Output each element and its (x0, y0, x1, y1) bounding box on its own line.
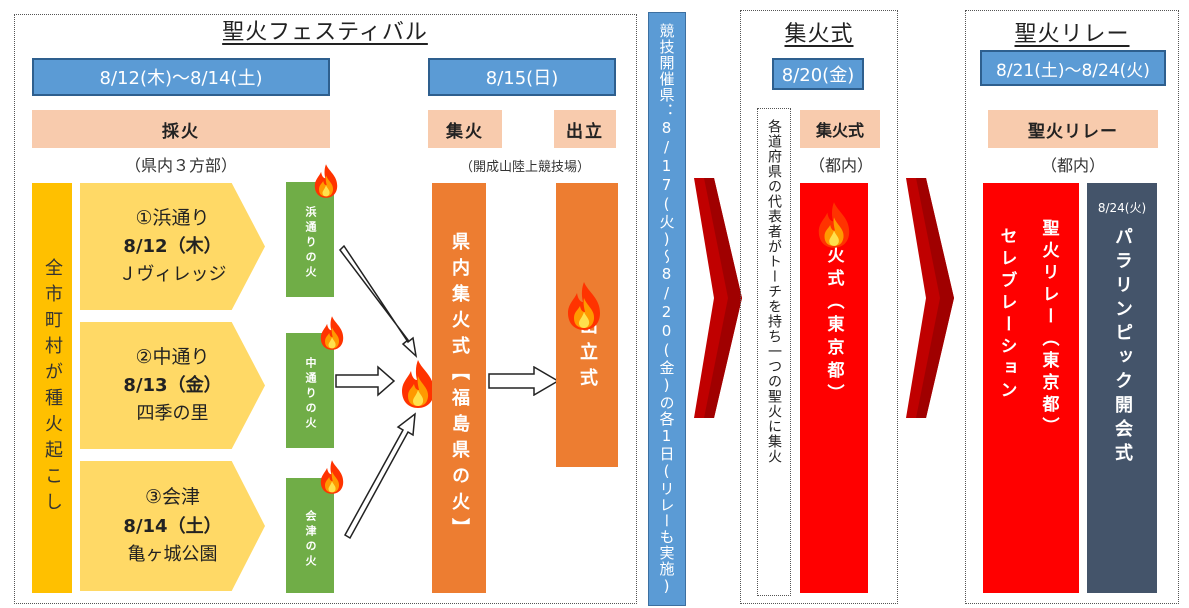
host-prefecture-note: 競技開催県：8/17(火)〜8/20(金)の各1日(リレーも実施) (648, 12, 686, 606)
prefecture-ceremony-bar: 県内集火式【福島県の火】 (432, 183, 486, 593)
region-chevron-hamadori: ①浜通り 8/12（木） Ｊヴィレッジ (80, 183, 265, 310)
shukashiki-section (740, 10, 898, 604)
region-title: ②中通り (135, 345, 210, 368)
relay-tokyo-label: 聖火リレー（東京都） (1038, 219, 1059, 439)
region-place: 四季の里 (136, 403, 209, 425)
shukashiki-bar: 集火式（東京都） (800, 183, 868, 593)
saika-note: （県内３方部） (124, 156, 237, 175)
flame-icon (815, 200, 853, 250)
shuka-label: 集火 (428, 110, 502, 148)
region-title: ③会津 (144, 486, 201, 509)
relay-date-range: 8/21(土)〜8/24(火) (980, 50, 1166, 86)
shukashiki-date: 8/20(金) (772, 58, 864, 90)
festival-date-single: 8/15(日) (428, 58, 616, 96)
flame-icon (564, 280, 604, 332)
region-chevron-nakadori: ②中通り 8/13（金） 四季の里 (80, 322, 265, 449)
region-title: ①浜通り (135, 206, 210, 229)
festival-date-range: 8/12(木)〜8/14(土) (32, 58, 330, 96)
celebration-label: セレブレーション (996, 227, 1017, 403)
celebration-bar: セレブレーション 聖火リレー（東京都） (983, 183, 1079, 593)
relay-note: （都内） (1040, 156, 1105, 175)
relay-label: 聖火リレー (988, 110, 1158, 148)
shutsuritsu-label: 出立 (554, 110, 616, 148)
red-chevron-arrow-icon (694, 178, 742, 418)
shukashiki-description: 各道府県の代表者がトーチを持ち一つの聖火に集火 (757, 108, 791, 596)
region-date: 8/12（木） (123, 236, 222, 258)
saika-label: 採火 (32, 110, 330, 148)
region-place: 亀ヶ城公園 (127, 543, 218, 565)
paralympic-label: パラリンピック開会式 (1112, 227, 1133, 467)
festival-section (14, 14, 637, 604)
relay-section (965, 10, 1179, 604)
shukashiki-note: （都内） (808, 156, 873, 175)
venue-note: （開成山陸上競技場） (459, 160, 590, 175)
flame-bar-aizu: 会津の火 (286, 478, 334, 593)
region-chevron-aizu: ③会津 8/14（土） 亀ヶ城公園 (80, 461, 265, 591)
relay-title: 聖火リレー (1014, 22, 1130, 47)
shukashiki-title: 集火式 (784, 22, 854, 47)
festival-title: 聖火フェスティバル (222, 20, 428, 45)
flame-bar-nakadori: 中通りの火 (286, 333, 334, 448)
region-date: 8/14（土） (123, 515, 222, 537)
hollow-arrow-icon (488, 366, 560, 396)
left-bar-all-municipalities: 全市町村が種火起こし (32, 183, 72, 593)
paralympic-bar: 8/24(火) パラリンピック開会式 (1087, 183, 1157, 593)
region-date: 8/13（金） (123, 375, 222, 397)
shukashiki-label: 集火式 (800, 110, 880, 148)
red-chevron-arrow-icon (906, 178, 954, 418)
flame-bar-hamadori: 浜通りの火 (286, 182, 334, 297)
region-place: Ｊヴィレッジ (118, 264, 227, 286)
paralympic-date: 8/24(火) (1097, 201, 1147, 215)
